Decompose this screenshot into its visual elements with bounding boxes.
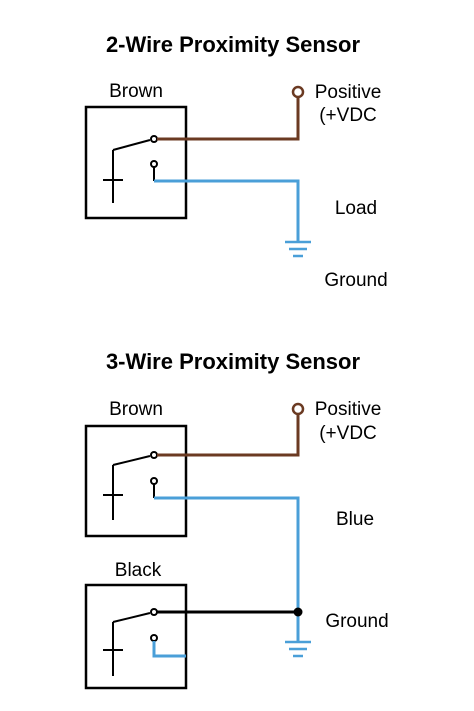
two-wire-diagram: 2-Wire Proximity Sensor Brown Positive (… (84, 32, 388, 291)
two-wire-positive-label: Positive (315, 82, 382, 103)
ground-symbol-icon (285, 240, 311, 258)
three-wire-vdc-label: (+VDC (319, 423, 377, 444)
two-wire-ground-label: Ground (324, 270, 387, 291)
ground-symbol-icon (285, 640, 311, 658)
two-wire-sensor-box (84, 105, 188, 220)
positive-terminal-icon (291, 85, 305, 99)
three-wire-blue-label: Blue (336, 509, 374, 530)
two-wire-load-label: Load (335, 198, 377, 219)
three-wire-black-label: Black (115, 560, 162, 581)
two-wire-blue-wire (154, 179, 300, 241)
two-wire-vdc-label: (+VDC (319, 105, 377, 126)
two-wire-brown-wire (157, 97, 300, 141)
two-wire-brown-label: Brown (109, 81, 163, 102)
three-wire-sensor-box-bottom (84, 583, 188, 690)
three-wire-blue-wire (154, 496, 300, 641)
switch-contact-icon (103, 451, 158, 520)
three-wire-positive-label: Positive (315, 399, 382, 420)
three-wire-sensor-box-top (84, 424, 188, 538)
junction-dot-icon (293, 607, 303, 617)
three-wire-brown-label: Brown (109, 399, 163, 420)
three-wire-title: 3-Wire Proximity Sensor (106, 349, 361, 374)
three-wire-brown-wire (157, 414, 300, 457)
two-wire-title: 2-Wire Proximity Sensor (106, 32, 361, 57)
switch-contact-icon (103, 608, 158, 676)
switch-contact-icon (103, 135, 158, 203)
three-wire-diagram: 3-Wire Proximity Sensor Brown Black (84, 349, 389, 690)
positive-terminal-icon (291, 402, 305, 416)
three-wire-bottom-blue-stub (152, 641, 186, 658)
three-wire-ground-label: Ground (325, 611, 388, 632)
